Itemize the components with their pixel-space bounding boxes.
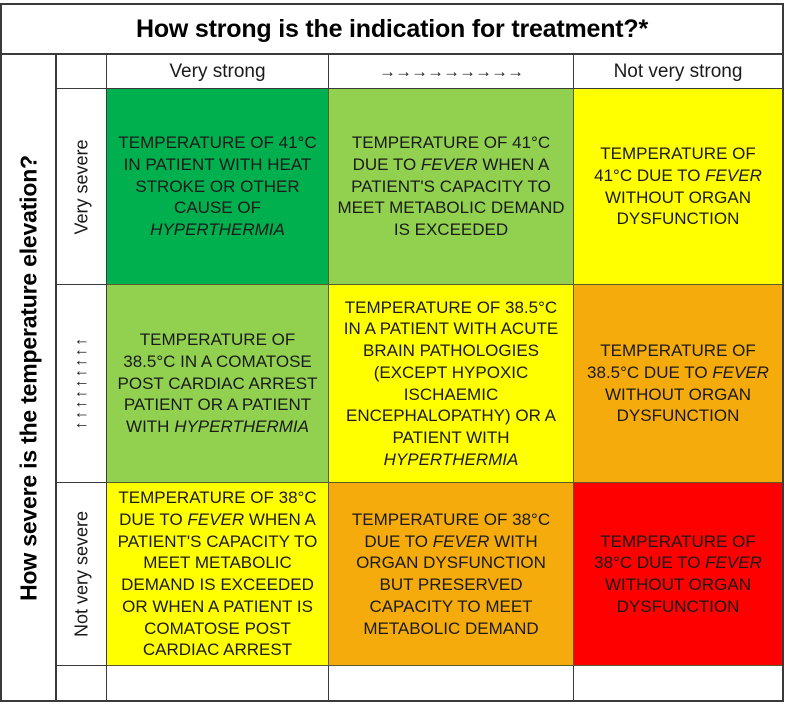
column-header-not-very-strong-label: Not very strong [613, 60, 743, 82]
corner-spacer [57, 55, 107, 88]
cell-r2c2: TEMPERATURE OF 38.5°C IN A PATIENT WITH … [329, 285, 574, 483]
column-header-very-strong: Very strong [107, 55, 329, 88]
row-header-not-very-severe-label: Not very severe [71, 510, 91, 638]
matrix-grid: Very strong →→→→→→→→→ Not very strong Ve… [57, 55, 782, 700]
cell-r2c1: TEMPERATURE OF 38.5°C IN A COMATOSE POST… [107, 285, 329, 483]
column-axis-title-text: How strong is the indication for treatme… [135, 14, 649, 43]
bottom-spacer-c3 [574, 666, 782, 700]
matrix-row-very-severe: Very severe TEMPERATURE OF 41°C IN PATIE… [57, 89, 782, 285]
bottom-spacer-row [57, 666, 782, 700]
matrix-row-not-very-severe: Not very severe TEMPERATURE OF 38°C DUE … [57, 483, 782, 666]
column-header-very-strong-label: Very strong [169, 60, 266, 82]
column-axis-title: How strong is the indication for treatme… [2, 5, 782, 55]
matrix-row-gradient: ↑ ↑ ↑ ↑ ↑ ↑ ↑ ↑ ↑ TEMPERATURE OF 38.5°C … [57, 285, 782, 483]
cell-r1c3-text: TEMPERATURE OF 41°C DUE TO FEVER WITHOUT… [594, 144, 762, 229]
cell-r2c3: TEMPERATURE OF 38.5°C DUE TO FEVER WITHO… [574, 285, 782, 483]
cell-r1c2: TEMPERATURE OF 41°C DUE TO FEVER WHEN A … [329, 89, 574, 285]
matrix-frame [0, 3, 784, 702]
cell-r3c3-text: TEMPERATURE OF 38°C DUE TO FEVER WITHOUT… [594, 531, 762, 616]
cell-r1c3: TEMPERATURE OF 41°C DUE TO FEVER WITHOUT… [574, 89, 782, 285]
cell-r2c2-text: TEMPERATURE OF 38.5°C IN A PATIENT WITH … [343, 297, 559, 469]
cell-r3c1: TEMPERATURE OF 38°C DUE TO FEVER WHEN A … [107, 483, 329, 666]
right-arrows-icon: →→→→→→→→→ [379, 61, 524, 81]
cell-r1c1-text: TEMPERATURE OF 41°C IN PATIENT WITH HEAT… [118, 133, 317, 240]
up-arrows-icon: ↑ ↑ ↑ ↑ ↑ ↑ ↑ ↑ ↑ [72, 338, 90, 429]
row-axis-title: How severe is the temperature elevation? [2, 55, 57, 700]
column-header-not-very-strong: Not very strong [574, 55, 782, 88]
cell-r3c1-text: TEMPERATURE OF 38°C DUE TO FEVER WHEN A … [117, 488, 318, 660]
cell-r2c3-text: TEMPERATURE OF 38.5°C DUE TO FEVER WITHO… [587, 341, 769, 426]
row-header-not-very-severe: Not very severe [57, 483, 107, 666]
cell-r2c1-text: TEMPERATURE OF 38.5°C IN A COMATOSE POST… [117, 330, 318, 437]
row-axis-title-text: How severe is the temperature elevation? [15, 154, 41, 601]
cell-r1c2-text: TEMPERATURE OF 41°C DUE TO FEVER WHEN A … [337, 133, 565, 240]
bottom-spacer-c2 [329, 666, 574, 700]
column-header-row: Very strong →→→→→→→→→ Not very strong [57, 55, 782, 89]
row-header-very-severe: Very severe [57, 89, 107, 285]
cell-r3c3: TEMPERATURE OF 38°C DUE TO FEVER WITHOUT… [574, 483, 782, 666]
cell-r3c2-text: TEMPERATURE OF 38°C DUE TO FEVER WITH OR… [351, 509, 551, 638]
row-header-gradient-arrows: ↑ ↑ ↑ ↑ ↑ ↑ ↑ ↑ ↑ [57, 285, 107, 483]
cell-r3c2: TEMPERATURE OF 38°C DUE TO FEVER WITH OR… [329, 483, 574, 666]
bottom-spacer-rowlabel [57, 666, 107, 700]
bottom-spacer-c1 [107, 666, 329, 700]
column-header-gradient-arrows: →→→→→→→→→ [329, 55, 574, 88]
row-header-very-severe-label: Very severe [71, 138, 91, 235]
cell-r1c1: TEMPERATURE OF 41°C IN PATIENT WITH HEAT… [107, 89, 329, 285]
